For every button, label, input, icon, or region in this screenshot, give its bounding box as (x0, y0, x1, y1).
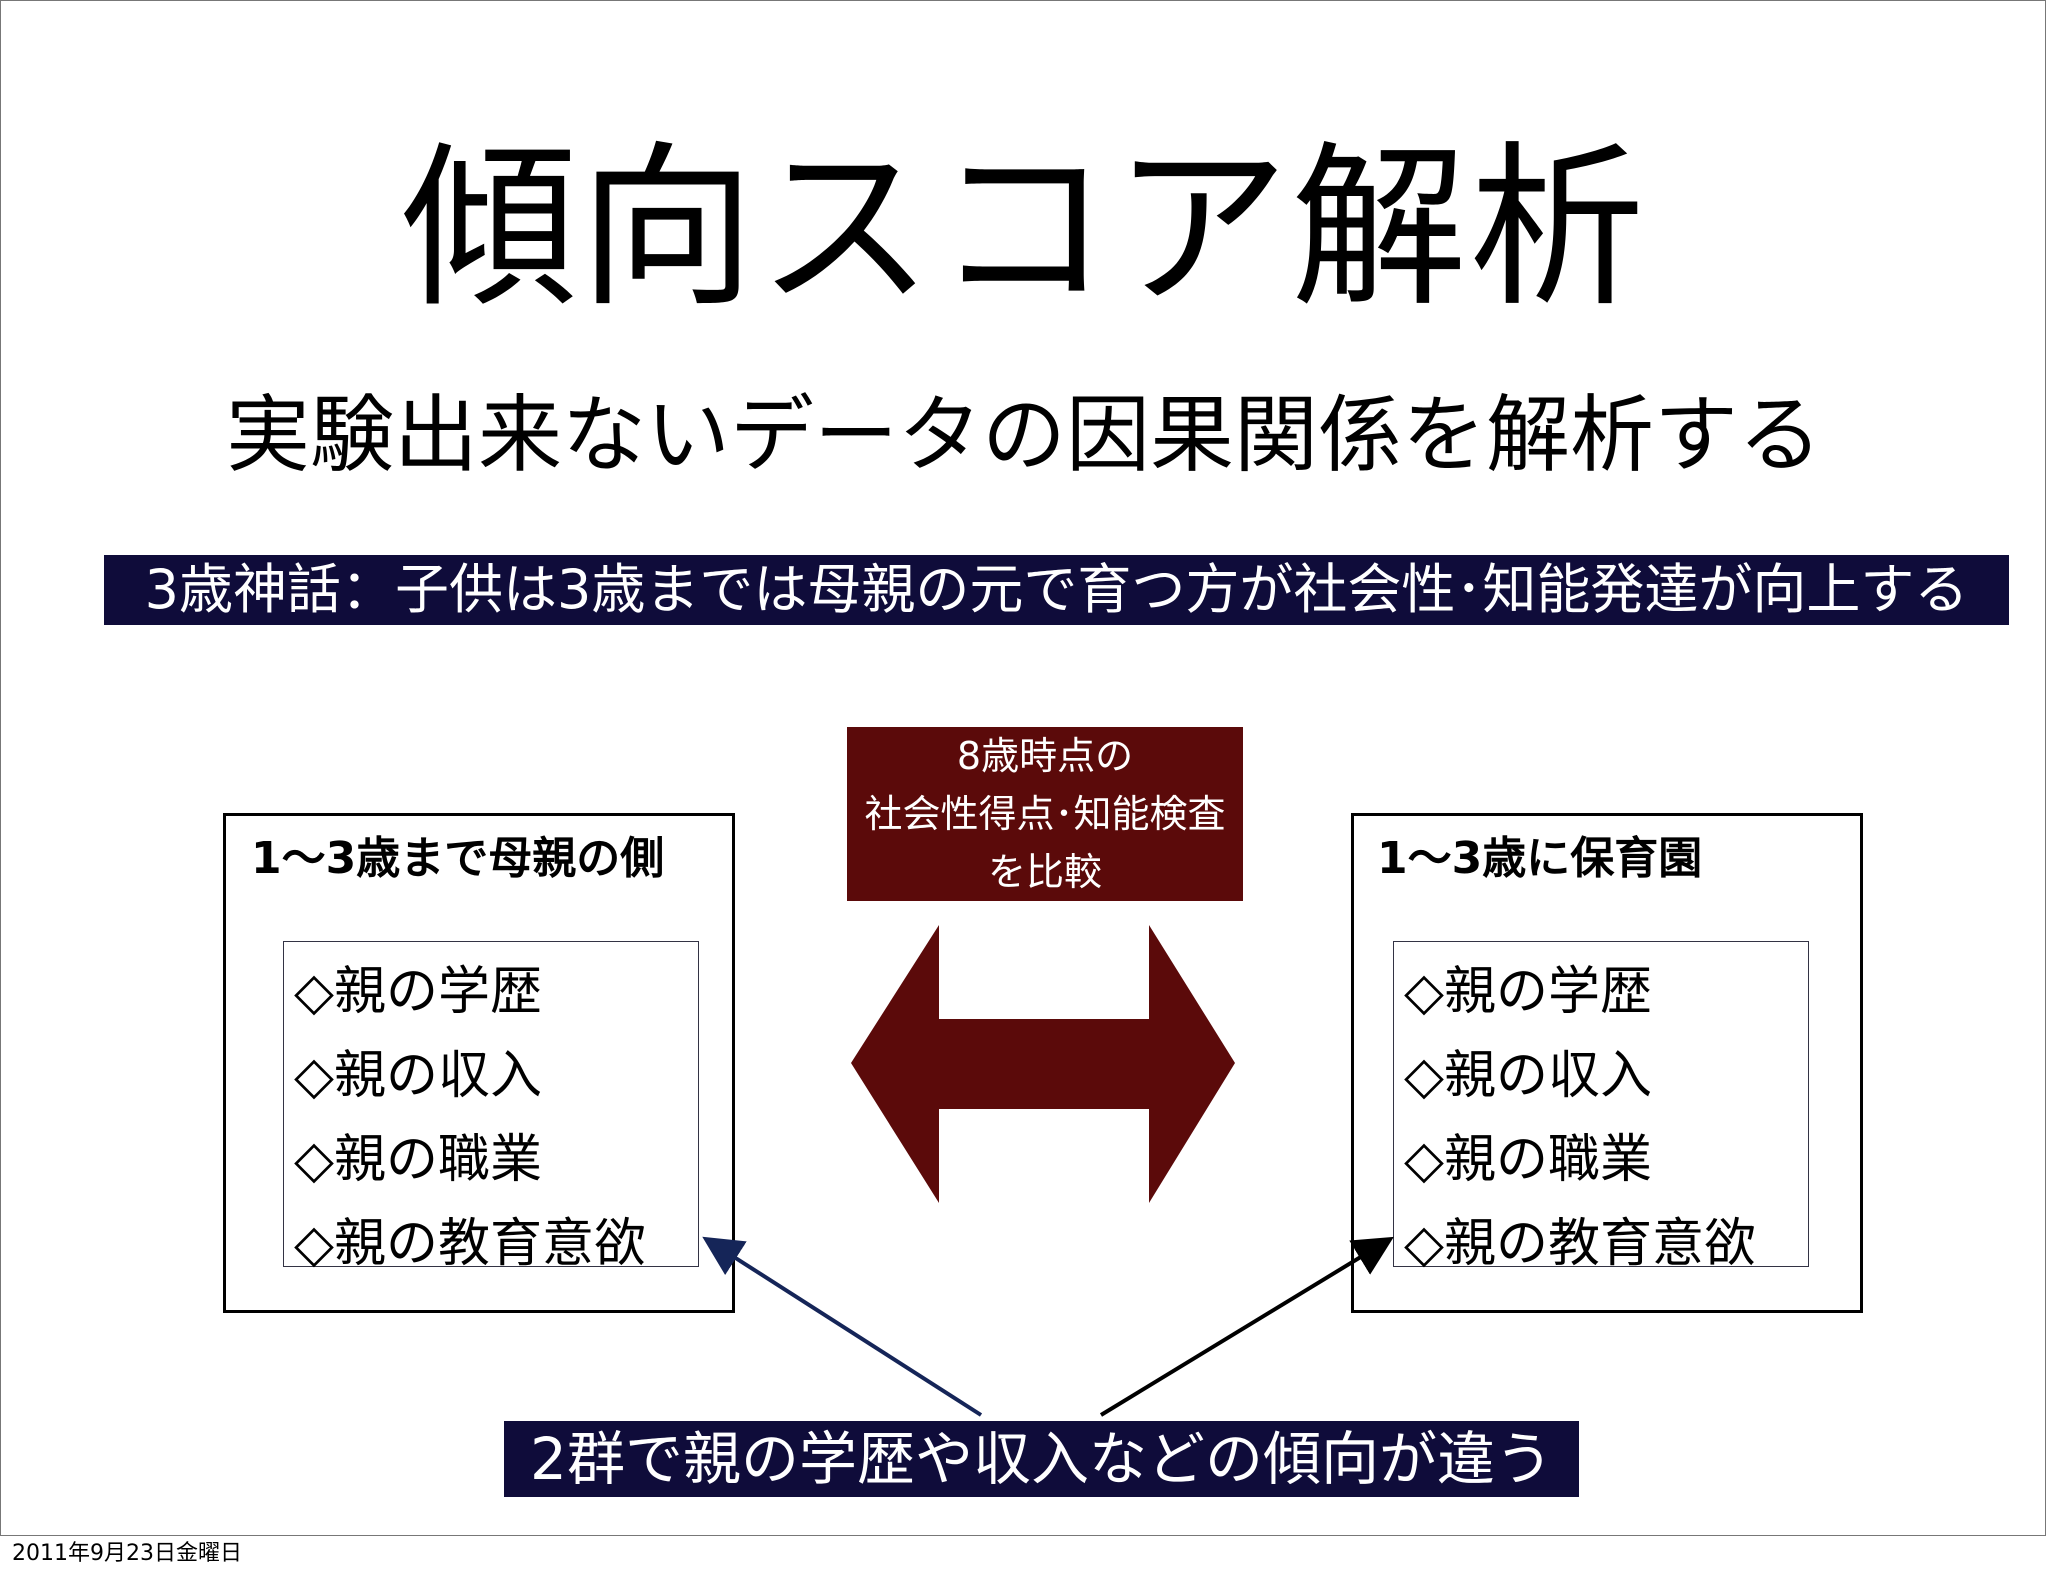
conclusion-banner: 2群で親の学歴や収入などの傾向が違う (504, 1421, 1579, 1497)
covariate-item: ◇親の教育意欲 (1404, 1214, 1756, 1274)
slide: 傾向スコア解析 実験出来ないデータの因果関係を解析する 3歳神話：子供は3歳まで… (0, 0, 2046, 1536)
slide-subtitle: 実験出来ないデータの因果関係を解析する (225, 386, 1822, 484)
group-title-nursery: 1〜3歳に保育園 (1377, 833, 1703, 884)
outcome-box: 8歳時点の 社会性得点･知能検査 を比較 (847, 727, 1243, 901)
outcome-line: 社会性得点･知能検査 (864, 792, 1226, 836)
covariate-item: ◇親の学歴 (1404, 962, 1652, 1022)
double-arrow-shape (851, 925, 1235, 1203)
covariate-item: ◇親の学歴 (294, 962, 542, 1022)
outcome-line: を比較 (987, 850, 1102, 894)
group-title-mother: 1〜3歳まで母親の側 (251, 833, 665, 884)
covariate-box-mother: ◇親の学歴 ◇親の収入 ◇親の職業 ◇親の教育意欲 (283, 941, 699, 1274)
covariate-item: ◇親の教育意欲 (294, 1214, 646, 1274)
covariate-box-nursery: ◇親の学歴 ◇親の収入 ◇親の職業 ◇親の教育意欲 (1393, 941, 1809, 1274)
pointer-arrow-right (1099, 1236, 1394, 1417)
date-stamp: 2011年9月23日金曜日 (12, 1541, 242, 1566)
outcome-line: 8歳時点の (956, 734, 1134, 778)
diagram-shapes (702, 925, 1394, 1417)
covariate-item: ◇親の職業 (294, 1130, 542, 1190)
covariate-item: ◇親の職業 (1404, 1130, 1652, 1190)
covariate-item: ◇親の収入 (294, 1046, 542, 1106)
slide-title: 傾向スコア解析 (400, 126, 1647, 331)
myth-banner: 3歳神話：子供は3歳までは母親の元で育つ方が社会性･知能発達が向上する (104, 555, 2009, 625)
pointer-arrow-left (702, 1236, 983, 1417)
covariate-item: ◇親の収入 (1404, 1046, 1652, 1106)
